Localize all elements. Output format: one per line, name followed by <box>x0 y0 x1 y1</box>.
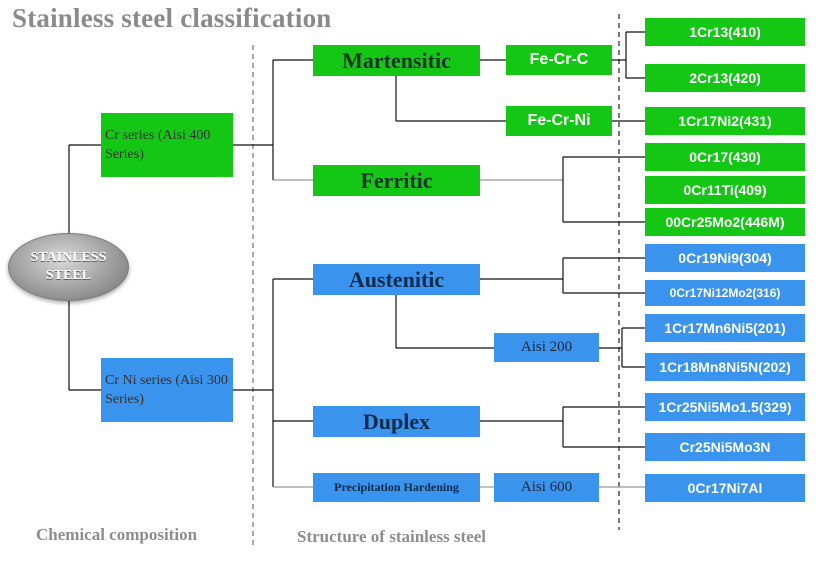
grade-label: 1Cr13(410) <box>689 24 761 40</box>
cr-ni-series-label: Cr Ni series (Aisi 300 Series) <box>105 373 228 407</box>
austenitic-label: Austenitic <box>348 266 445 292</box>
grade-label: 0Cr17Ni12Mo2(316) <box>669 286 781 300</box>
grade-box: 0Cr17(430) <box>645 143 805 171</box>
grade-label: 0Cr11Ti(409) <box>683 182 767 198</box>
cr-series-label: Cr series (Aisi 400 Series) <box>105 128 211 162</box>
grade-box: 1Cr17Ni2(431) <box>645 107 805 135</box>
grade-box: 0Cr19Ni9(304) <box>645 244 805 272</box>
martensitic-label: Martensitic <box>342 47 451 73</box>
cr-series-box: Cr series (Aisi 400 Series) <box>101 113 233 177</box>
grade-label: 1Cr25Ni5Mo1.5(329) <box>658 399 792 415</box>
precipitation-hardening-box: Precipitation Hardening <box>313 473 480 502</box>
ferritic-box: Ferritic <box>313 165 480 196</box>
grade-box: 0Cr11Ti(409) <box>645 176 805 204</box>
grade-box: 1Cr18Mn8Ni5N(202) <box>645 353 805 381</box>
stainless-steel-root-node: STAINLESS STEEL <box>8 233 129 301</box>
grade-box: 0Cr17Ni12Mo2(316) <box>645 280 805 306</box>
fe-cr-c-box: Fe-Cr-C <box>506 45 612 75</box>
grade-label: 1Cr17Mn6Ni5(201) <box>664 320 786 336</box>
aisi-200-box: Aisi 200 <box>494 333 599 362</box>
aisi-200-label: Aisi 200 <box>520 339 573 355</box>
precipitation-hardening-label: Precipitation Hardening <box>334 480 459 494</box>
martensitic-box: Martensitic <box>313 45 480 76</box>
aisi-600-box: Aisi 600 <box>494 473 599 502</box>
aisi-600-label: Aisi 600 <box>520 479 573 495</box>
duplex-label: Duplex <box>362 408 431 434</box>
chemical-composition-label: Chemical composition <box>36 525 198 544</box>
grade-box: 2Cr13(420) <box>645 64 805 92</box>
grade-box: 1Cr17Mn6Ni5(201) <box>645 314 805 342</box>
grade-box: 1Cr25Ni5Mo1.5(329) <box>645 393 805 421</box>
grade-box: 1Cr13(410) <box>645 18 805 46</box>
duplex-box: Duplex <box>313 406 480 437</box>
fe-cr-c-label: Fe-Cr-C <box>529 51 589 68</box>
structure-label: Structure of stainless steel <box>297 527 487 546</box>
grade-box: Cr25Ni5Mo3N <box>645 433 805 461</box>
grade-label: 0Cr19Ni9(304) <box>678 250 772 266</box>
grade-label: 1Cr17Ni2(431) <box>678 113 772 129</box>
grade-label: Cr25Ni5Mo3N <box>679 439 771 455</box>
grade-label: 0Cr17(430) <box>689 149 761 165</box>
austenitic-box: Austenitic <box>313 264 480 295</box>
cr-ni-series-box: Cr Ni series (Aisi 300 Series) <box>101 358 233 422</box>
grade-box: 0Cr17Ni7Al <box>645 474 805 502</box>
fe-cr-ni-box: Fe-Cr-Ni <box>506 106 612 136</box>
grade-label: 1Cr18Mn8Ni5N(202) <box>659 359 791 375</box>
grade-label: 0Cr17Ni7Al <box>687 480 763 496</box>
fe-cr-ni-label: Fe-Cr-Ni <box>527 112 591 129</box>
root-label: STAINLESS STEEL <box>30 250 107 283</box>
grade-label: 00Cr25Mo2(446M) <box>665 214 785 230</box>
grade-label: 2Cr13(420) <box>689 70 761 86</box>
ferritic-label: Ferritic <box>360 167 433 193</box>
page-title: Stainless steel classification <box>12 3 332 33</box>
grade-box: 00Cr25Mo2(446M) <box>645 208 805 236</box>
